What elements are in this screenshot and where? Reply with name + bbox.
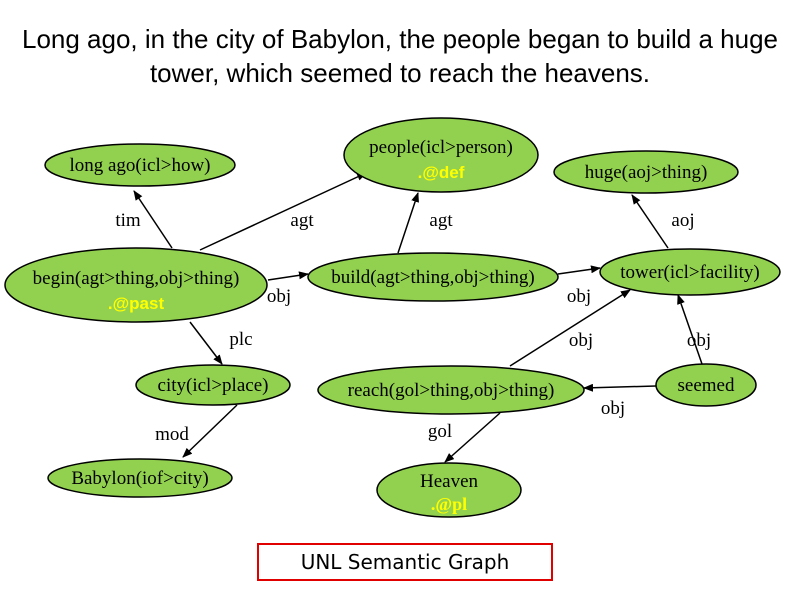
node-attribute-tag: .@def bbox=[418, 163, 465, 182]
edge-obj-build-tower bbox=[557, 265, 601, 275]
node-heaven[interactable]: Heaven .@pl bbox=[376, 462, 522, 518]
node-label: city(icl>place) bbox=[158, 375, 269, 396]
edge-gol bbox=[444, 412, 501, 463]
node-label: Babylon(iof>city) bbox=[71, 468, 208, 489]
edge-label-gol: gol bbox=[428, 421, 452, 442]
node-attribute-tag: .@past bbox=[108, 294, 165, 313]
edge-label-obj: obj bbox=[267, 286, 291, 307]
edge-mod bbox=[182, 404, 238, 458]
node-label: build(agt>thing,obj>thing) bbox=[331, 267, 535, 288]
node-label: people(icl>person) bbox=[369, 137, 513, 158]
node-label: Heaven bbox=[420, 471, 479, 492]
node-huge[interactable]: huge(aoj>thing) bbox=[553, 150, 739, 194]
edge-obj-begin-build bbox=[267, 271, 309, 281]
node-label: seemed bbox=[678, 375, 735, 396]
node-seemed[interactable]: seemed bbox=[655, 363, 757, 407]
edge-aoj bbox=[631, 194, 669, 249]
node-people[interactable]: people(icl>person) .@def bbox=[343, 117, 539, 193]
edge-label-obj: obj bbox=[569, 330, 593, 351]
node-label: huge(aoj>thing) bbox=[585, 162, 708, 183]
node-label: tower(icl>facility) bbox=[620, 262, 759, 283]
node-label: long ago(icl>how) bbox=[69, 155, 210, 176]
node-long-ago[interactable]: long ago(icl>how) bbox=[44, 143, 236, 187]
node-city[interactable]: city(icl>place) bbox=[135, 364, 291, 406]
graph-caption: UNL Semantic Graph bbox=[257, 543, 553, 581]
edge-label-agt: agt bbox=[290, 210, 314, 231]
node-label: reach(gol>thing,obj>thing) bbox=[348, 380, 555, 401]
node-build[interactable]: build(agt>thing,obj>thing) bbox=[307, 252, 559, 302]
edge-label-tim: tim bbox=[115, 210, 141, 231]
node-begin[interactable]: begin(agt>thing,obj>thing) .@past bbox=[4, 247, 268, 323]
edge-agt-begin-people bbox=[199, 172, 367, 251]
node-attribute-tag: .@pl bbox=[431, 494, 467, 514]
node-tower[interactable]: tower(icl>facility) bbox=[599, 248, 781, 296]
edge-obj-seemed-tower bbox=[677, 294, 703, 365]
edge-obj-seemed-reach bbox=[583, 383, 657, 392]
edge-label-aoj: aoj bbox=[671, 210, 694, 231]
edge-label-obj: obj bbox=[567, 286, 591, 307]
edge-label-obj: obj bbox=[687, 330, 711, 351]
node-reach[interactable]: reach(gol>thing,obj>thing) bbox=[317, 365, 585, 415]
sentence-title: Long ago, in the city of Babylon, the pe… bbox=[21, 24, 779, 88]
node-babylon[interactable]: Babylon(iof>city) bbox=[47, 458, 233, 498]
edge-obj-reach-tower bbox=[509, 289, 631, 367]
edge-label-mod: mod bbox=[155, 424, 189, 445]
edge-label-obj: obj bbox=[601, 398, 625, 419]
edge-tim bbox=[133, 190, 173, 249]
edge-label-plc: plc bbox=[229, 329, 252, 350]
edge-agt-build-people bbox=[397, 192, 419, 254]
node-label: begin(agt>thing,obj>thing) bbox=[33, 268, 240, 289]
edge-label-agt: agt bbox=[429, 210, 453, 231]
edge-plc bbox=[189, 321, 223, 365]
